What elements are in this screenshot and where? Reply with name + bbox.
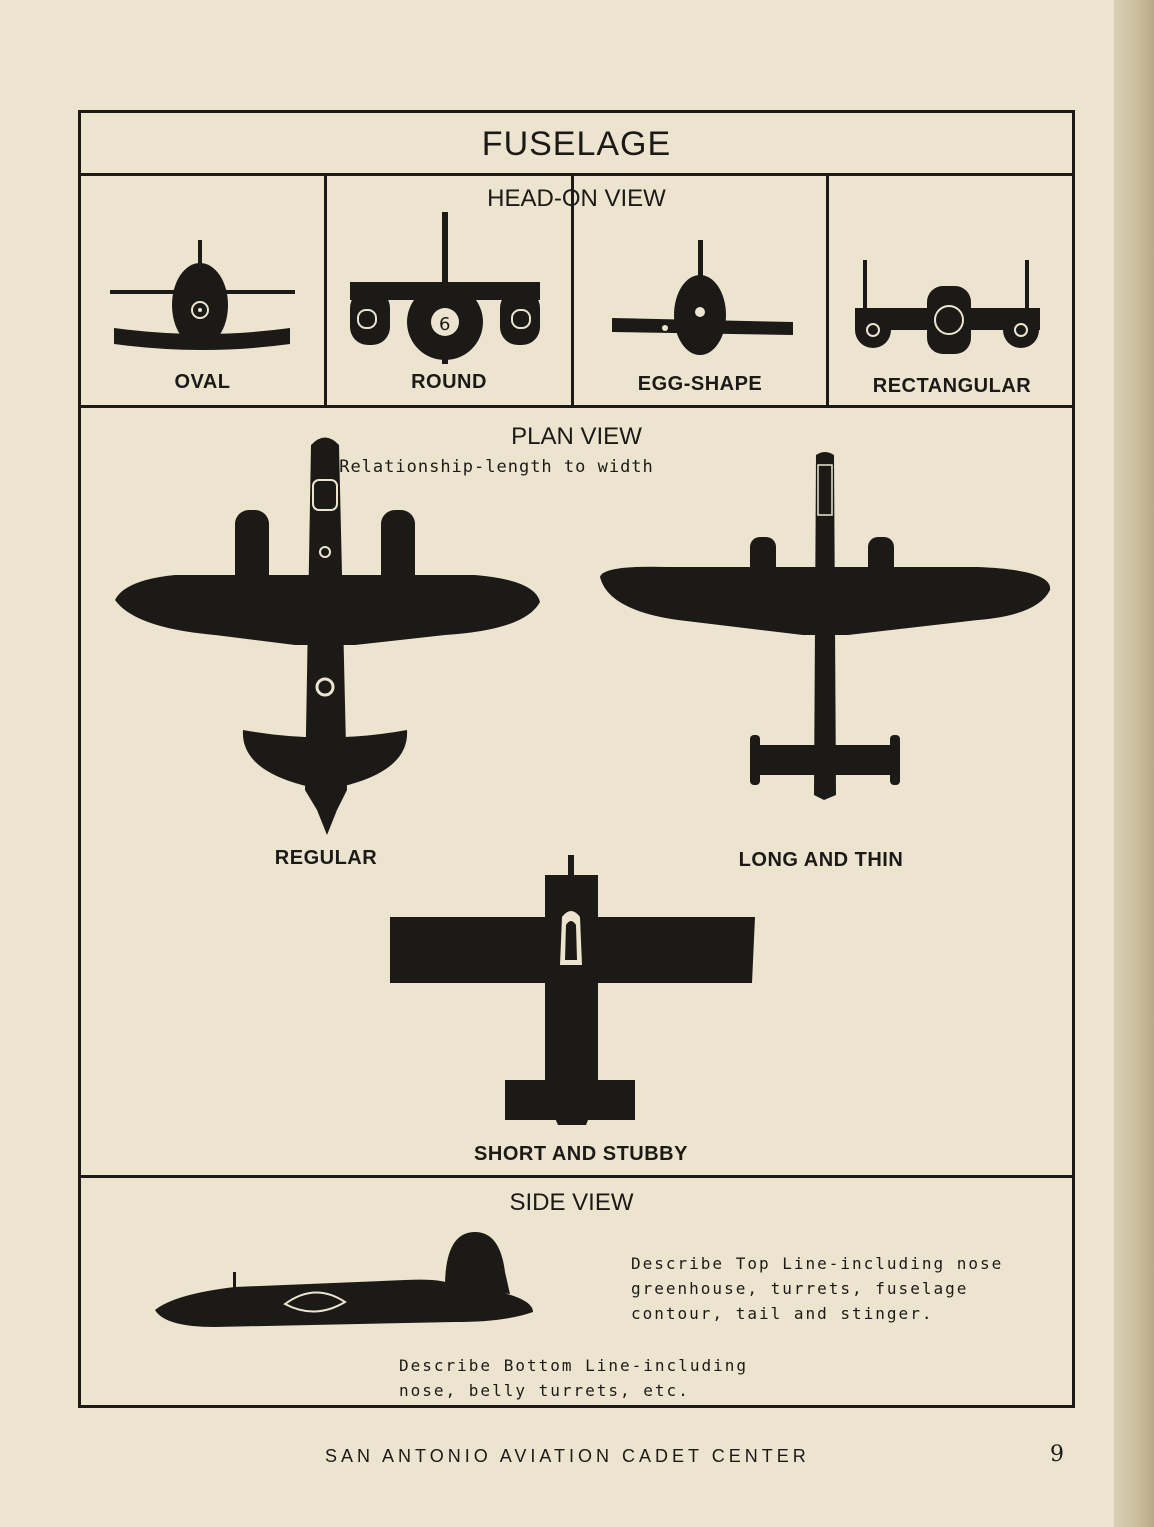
plan-label-regular: REGULAR (274, 847, 378, 869)
bottom-line-note: Describe Bottom Line-including nose, bel… (399, 1356, 748, 1400)
plan-label-short-stubby: SHORT AND STUBBY (474, 1143, 688, 1165)
round-fuselage-icon: 6 (350, 212, 540, 364)
divider (826, 173, 829, 408)
divider (81, 173, 1072, 176)
long-thin-plan-icon (600, 452, 1051, 800)
rectangular-fuselage-icon (855, 260, 1040, 354)
plan-view-heading: PLAN VIEW (511, 423, 642, 450)
shape-label-rectangular: RECTANGULAR (872, 375, 1032, 397)
footer-publisher: SAN ANTONIO AVIATION CADET CENTER (325, 1446, 810, 1466)
egg-fuselage-icon (612, 240, 793, 355)
divider (81, 405, 1072, 408)
page-number: 9 (1050, 1442, 1064, 1467)
divider (324, 173, 327, 408)
plan-view-subheading: Relationship-length to width (339, 457, 654, 477)
head-on-heading: HEAD-ON VIEW (487, 185, 666, 212)
divider (571, 173, 574, 408)
top-line-note: Describe Top Line-including nose greenho… (631, 1254, 1004, 1323)
svg-text:6: 6 (439, 314, 450, 335)
side-view-heading: SIDE VIEW (509, 1189, 634, 1216)
fuselage-chart-frame: FUSELAGE HEAD-ON VIEW OVAL ROUND EGG-SHA… (78, 110, 1075, 1408)
page-title: FUSELAGE (481, 125, 672, 163)
side-view-aircraft-icon (155, 1232, 533, 1327)
shape-label-oval: OVAL (174, 371, 231, 393)
oval-fuselage-icon (110, 240, 295, 350)
regular-plan-icon (115, 437, 540, 835)
divider (81, 1175, 1072, 1178)
plan-label-long-thin: LONG AND THIN (738, 849, 904, 871)
shape-label-round: ROUND (411, 371, 487, 393)
short-stubby-plan-icon (390, 855, 755, 1125)
page-edge (1114, 0, 1154, 1527)
shape-label-egg: EGG-SHAPE (637, 373, 763, 395)
